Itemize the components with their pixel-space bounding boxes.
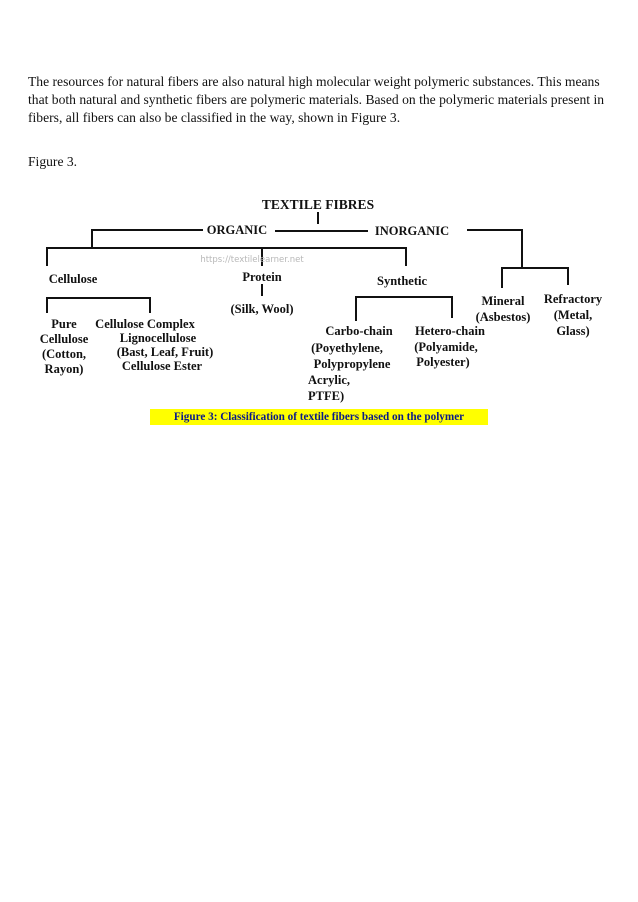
pure-cellulose-line-2: Cellulose	[40, 332, 89, 346]
figure-label: Figure 3.	[28, 154, 78, 169]
carbo-chain-line-3: Polypropylene	[314, 357, 391, 371]
carbo-chain-line-2: (Poyethylene,	[311, 341, 383, 355]
pure-cellulose-line-4: Rayon)	[45, 362, 84, 376]
protein-label: Protein	[242, 270, 281, 284]
tree-connectors	[46, 212, 569, 321]
pure-cellulose-line-3: (Cotton,	[42, 347, 86, 361]
root-label: TEXTILE FIBRES	[262, 197, 374, 212]
mineral-line-2: (Asbestos)	[476, 310, 531, 324]
mineral-line-1: Mineral	[481, 294, 525, 308]
refractory-line-3: Glass)	[556, 324, 589, 338]
cellulose-label: Cellulose	[49, 272, 98, 286]
carbo-chain-line-1: Carbo-chain	[325, 324, 392, 338]
refractory-line-1: Refractory	[544, 292, 603, 306]
carbo-chain-line-5: PTFE)	[308, 389, 344, 403]
hetero-chain-line-3: Polyester)	[416, 355, 469, 369]
pure-cellulose-line-1: Pure	[51, 317, 77, 331]
carbo-chain-line-4: Acrylic,	[308, 373, 350, 387]
body-paragraph: The resources for natural fibers are als…	[28, 74, 605, 125]
classification-diagram: TEXTILE FIBRES ORGANIC INORGANIC https:/…	[40, 197, 603, 403]
refractory-line-2: (Metal,	[554, 308, 593, 322]
inorganic-label: INORGANIC	[375, 224, 449, 238]
organic-label: ORGANIC	[207, 223, 267, 237]
protein-examples: (Silk, Wool)	[231, 302, 294, 316]
cellulose-complex-line-3: (Bast, Leaf, Fruit)	[117, 345, 214, 359]
hetero-chain-line-1: Hetero-chain	[415, 324, 485, 338]
figure-caption: Figure 3: Classification of textile fibe…	[150, 409, 488, 425]
hetero-chain-line-2: (Polyamide,	[414, 340, 478, 354]
cellulose-complex-line-4: Cellulose Ester	[122, 359, 203, 373]
watermark: https://textilelearner.net	[200, 255, 304, 265]
cellulose-complex-line-1: Cellulose Complex	[95, 317, 195, 331]
synthetic-label: Synthetic	[377, 274, 427, 288]
cellulose-complex-line-2: Lignocellulose	[120, 331, 197, 345]
